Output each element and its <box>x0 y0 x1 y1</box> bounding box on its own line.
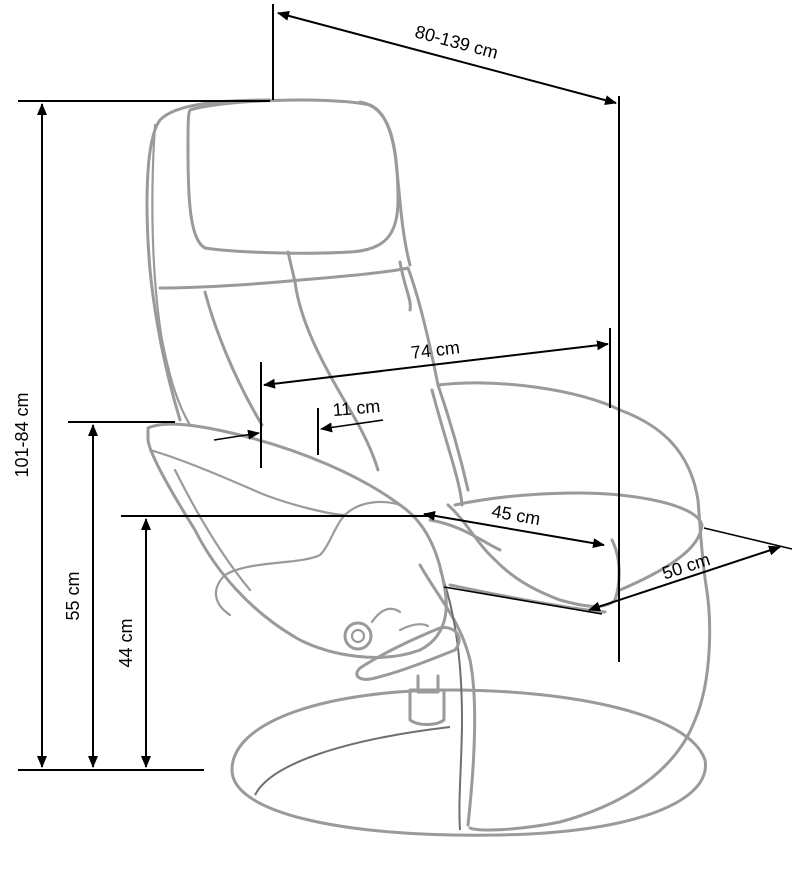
armrest-width-arrow-right <box>320 419 384 433</box>
armrest-width-arrow-left <box>213 429 260 441</box>
armrest <box>146 422 448 659</box>
dim-seat-height: 44 cm <box>116 515 432 768</box>
dim-width: 74 cm <box>260 328 611 468</box>
dim-height: 101-84 cm <box>12 100 270 771</box>
chair-outline <box>145 98 712 837</box>
extension-line-seat-width <box>703 527 793 550</box>
seat-width-arrow <box>588 545 781 612</box>
seat-height-label: 44 cm <box>116 618 136 667</box>
dim-armrest-height: 55 cm <box>63 421 175 768</box>
pedestal-column <box>408 674 446 726</box>
headrest <box>186 98 400 255</box>
seat-side-panel <box>418 563 477 831</box>
extension-line-seat-front <box>443 586 603 615</box>
seat-cushion <box>428 491 704 614</box>
dim-armrest-width: 11 cm <box>213 396 384 455</box>
dim-depth-reclined: 80-139 cm <box>272 4 620 662</box>
armrest-height-label: 55 cm <box>63 571 83 620</box>
depth-label: 80-139 cm <box>413 22 500 63</box>
width-label: 74 cm <box>410 337 461 363</box>
height-label: 101-84 cm <box>12 392 32 477</box>
recline-lever <box>355 623 461 681</box>
back-shell <box>145 98 412 427</box>
depth-arrow <box>277 10 617 106</box>
recline-knob <box>343 607 402 651</box>
back-cushion <box>158 250 470 492</box>
armrest-width-label: 11 cm <box>332 396 381 420</box>
width-arrow <box>263 340 609 389</box>
seat-depth-label: 45 cm <box>490 501 542 529</box>
seat-depth-arrow <box>423 510 605 549</box>
swivel-base <box>230 688 707 837</box>
